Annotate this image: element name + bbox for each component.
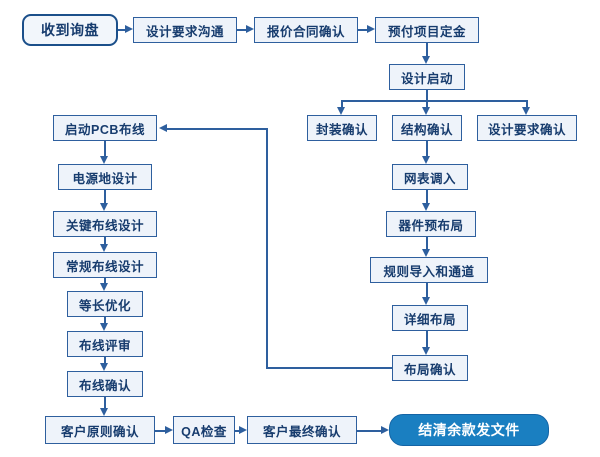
arrowhead-n22-n23 bbox=[239, 426, 247, 434]
node-netlist-import[interactable]: 网表调入 bbox=[392, 164, 468, 190]
arrowhead-feedback-n14 bbox=[159, 124, 167, 132]
connector-n16-n17 bbox=[104, 237, 106, 244]
connector-n2-n3 bbox=[237, 29, 246, 31]
node-quotation-contract-confirm[interactable]: 报价合同确认 bbox=[254, 17, 358, 43]
node-footprint-confirm[interactable]: 封装确认 bbox=[307, 115, 377, 141]
arrowhead-n2-n3 bbox=[246, 25, 254, 33]
node-critical-routing-design[interactable]: 关键布线设计 bbox=[53, 211, 157, 237]
node-inquiry-received[interactable]: 收到询盘 bbox=[22, 14, 118, 46]
connector-n19-n20 bbox=[104, 357, 106, 363]
node-customer-final-confirm[interactable]: 客户最终确认 bbox=[247, 416, 357, 444]
connector-n15-n16 bbox=[104, 190, 106, 203]
node-routing-confirm[interactable]: 布线确认 bbox=[67, 371, 143, 397]
connector-n21-n22 bbox=[155, 430, 165, 432]
connector-n18-n19 bbox=[104, 317, 106, 323]
connector-n7-n9 bbox=[426, 141, 428, 156]
connector-n20-n21 bbox=[104, 397, 106, 408]
connector-n3-n4 bbox=[358, 29, 367, 31]
arrowhead-bus-n8 bbox=[522, 107, 530, 115]
node-customer-principle-confirm[interactable]: 客户原则确认 bbox=[45, 416, 155, 444]
connector-n12-n13 bbox=[426, 331, 428, 347]
arrowhead-n23-n24 bbox=[381, 426, 389, 434]
arrowhead-n17-n18 bbox=[100, 283, 108, 291]
arrowhead-bus-n7 bbox=[422, 107, 430, 115]
connector-n23-n24 bbox=[357, 430, 381, 432]
connector-n1-n2 bbox=[118, 29, 125, 31]
arrowhead-n10-n11 bbox=[422, 249, 430, 257]
connector-n4-n5 bbox=[426, 43, 428, 56]
arrowhead-n9-n10 bbox=[422, 203, 430, 211]
connector-n11-n12 bbox=[426, 283, 428, 297]
arrowhead-n1-n2 bbox=[125, 25, 133, 33]
node-general-routing-design[interactable]: 常规布线设计 bbox=[53, 252, 157, 278]
node-placement-confirm[interactable]: 布局确认 bbox=[392, 355, 468, 381]
arrowhead-n7-n9 bbox=[422, 156, 430, 164]
node-length-matching-optimization[interactable]: 等长优化 bbox=[67, 291, 143, 317]
arrowhead-n3-n4 bbox=[367, 25, 375, 33]
connector-bus-n6 bbox=[341, 100, 343, 107]
node-routing-review[interactable]: 布线评审 bbox=[67, 331, 143, 357]
connector-bus-n8 bbox=[526, 100, 528, 107]
connector-n10-n11 bbox=[426, 237, 428, 249]
node-power-ground-design[interactable]: 电源地设计 bbox=[58, 164, 152, 190]
arrowhead-n18-n19 bbox=[100, 323, 108, 331]
connector-branch-bus bbox=[341, 100, 527, 102]
connector-n14-n15 bbox=[104, 141, 106, 156]
connector-n22-n23 bbox=[235, 430, 239, 432]
connector-n13-feedback-h1 bbox=[266, 367, 392, 369]
node-qa-check[interactable]: QA检查 bbox=[173, 416, 235, 444]
arrowhead-n21-n22 bbox=[165, 426, 173, 434]
arrowhead-n19-n20 bbox=[100, 363, 108, 371]
connector-n13-feedback-v bbox=[266, 128, 268, 369]
node-design-requirement-communication[interactable]: 设计要求沟通 bbox=[133, 17, 237, 43]
connector-n13-feedback-h2 bbox=[167, 128, 268, 130]
node-detailed-placement[interactable]: 详细布局 bbox=[392, 305, 468, 331]
node-start-pcb-routing[interactable]: 启动PCB布线 bbox=[53, 115, 157, 141]
arrowhead-n20-n21 bbox=[100, 408, 108, 416]
arrowhead-n12-n13 bbox=[422, 347, 430, 355]
connector-n17-n18 bbox=[104, 278, 106, 283]
node-design-kickoff[interactable]: 设计启动 bbox=[389, 64, 465, 90]
node-prepay-deposit[interactable]: 预付项目定金 bbox=[375, 17, 479, 43]
arrowhead-n15-n16 bbox=[100, 203, 108, 211]
node-rule-import-and-channel[interactable]: 规则导入和通道 bbox=[370, 257, 488, 283]
arrowhead-n16-n17 bbox=[100, 244, 108, 252]
node-structure-confirm[interactable]: 结构确认 bbox=[392, 115, 462, 141]
connector-n9-n10 bbox=[426, 190, 428, 203]
node-settle-balance-deliver-files[interactable]: 结清余款发文件 bbox=[389, 414, 549, 446]
node-component-preplacement[interactable]: 器件预布局 bbox=[386, 211, 476, 237]
connector-bus-n7 bbox=[426, 100, 428, 107]
arrowhead-n4-n5 bbox=[422, 56, 430, 64]
arrowhead-n11-n12 bbox=[422, 297, 430, 305]
node-design-requirement-confirm[interactable]: 设计要求确认 bbox=[477, 115, 577, 141]
connector-n5-bus bbox=[426, 90, 428, 100]
arrowhead-bus-n6 bbox=[337, 107, 345, 115]
arrowhead-n14-n15 bbox=[100, 156, 108, 164]
